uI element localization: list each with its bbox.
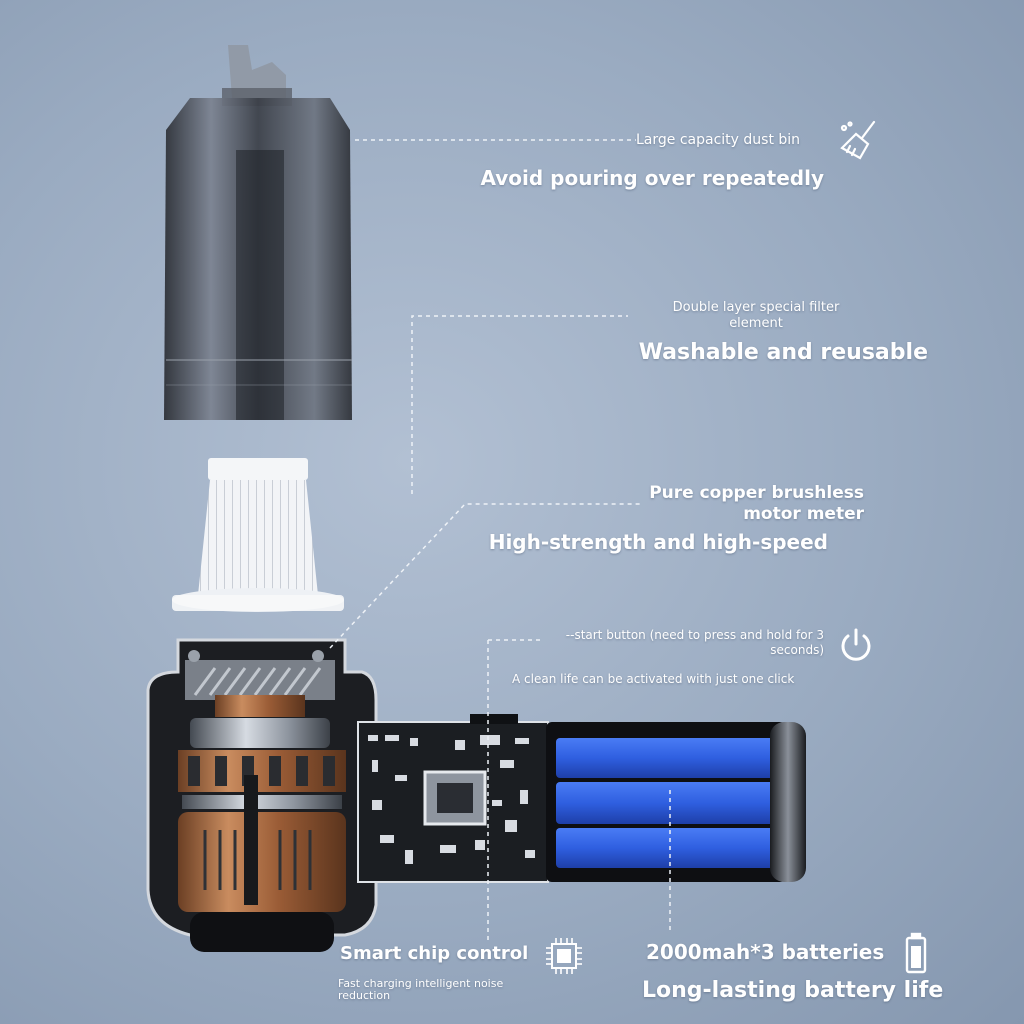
- power-icon: [836, 626, 876, 666]
- motor-headline: High-strength and high-speed: [488, 530, 828, 554]
- chip-caption-line2: reduction: [338, 989, 391, 1002]
- motor-caption-line2: motor meter: [743, 504, 864, 524]
- start-button-caption-line2: seconds): [770, 643, 824, 657]
- filter-caption-line2: element: [729, 316, 783, 331]
- circuit-board: [357, 714, 549, 883]
- chip-caption-line1: Fast charging intelligent noise: [338, 977, 504, 990]
- start-button-subline: A clean life can be activated with just …: [512, 672, 795, 686]
- motor-caption-line1: Pure copper brushless: [649, 483, 864, 503]
- start-button-caption: --start button (need to press and hold f…: [566, 628, 824, 658]
- chip-icon: [542, 934, 586, 978]
- dust-bin-headline: Avoid pouring over repeatedly: [480, 166, 824, 190]
- filter-caption-line1: Double layer special filter: [672, 300, 840, 315]
- dust-bin: [164, 45, 352, 420]
- motor-assembly: [146, 638, 378, 952]
- dust-bin-caption: Large capacity dust bin: [636, 132, 801, 148]
- filter-element: [172, 458, 344, 612]
- battery-headline: 2000mah*3 batteries: [646, 940, 885, 964]
- start-button-caption-line1: --start button (need to press and hold f…: [565, 628, 824, 642]
- broom-icon: [836, 118, 880, 162]
- chip-headline: Smart chip control: [340, 943, 529, 964]
- filter-caption: Double layer special filter element: [658, 300, 854, 332]
- motor-caption: Pure copper brushless motor meter: [649, 483, 864, 525]
- battery-pack: [546, 722, 806, 882]
- leader-lines: [329, 139, 671, 940]
- battery-icon: [905, 932, 927, 974]
- chip-caption: Fast charging intelligent noise reductio…: [338, 978, 503, 1002]
- battery-subline: Long-lasting battery life: [642, 978, 944, 1003]
- filter-headline: Washable and reusable: [638, 340, 928, 365]
